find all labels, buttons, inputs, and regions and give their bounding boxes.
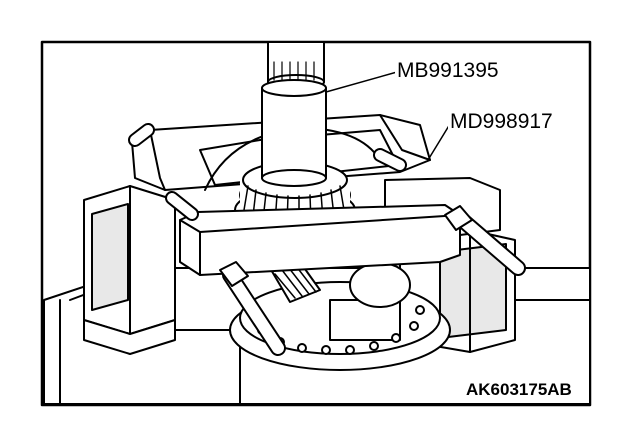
press-ram: [261, 41, 327, 187]
leader-line-tool-1: [325, 71, 398, 93]
leader-line-tool-2: [427, 123, 451, 161]
bolt-rear-right: [373, 148, 407, 172]
puller-plate-lower: [179, 204, 461, 276]
callout-tool-md998917: MD998917: [448, 110, 555, 133]
bolt-rear-left: [128, 123, 155, 147]
callout-tool-mb991395: MB991395: [395, 59, 501, 82]
bolt-front-left: [219, 261, 286, 356]
figure-id: AK603175AB: [464, 380, 574, 400]
bolt-front-right: [444, 205, 526, 276]
press-support-left: [83, 185, 176, 355]
bolt-left-mid: [165, 191, 199, 221]
